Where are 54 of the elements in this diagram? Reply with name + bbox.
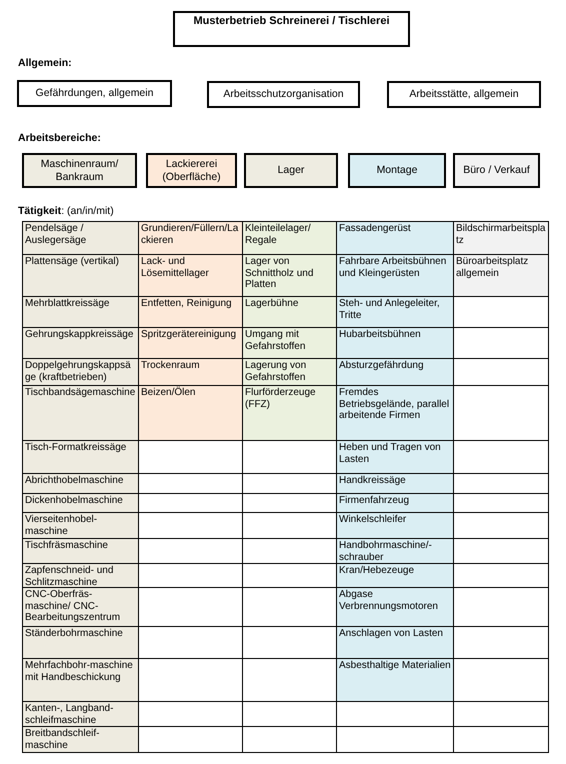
activity-entry: Lagerbühne <box>242 296 337 328</box>
activity-entry: Vierseitenhobel-maschine <box>22 512 139 539</box>
activity-entry: Fassadengerüst <box>336 221 454 255</box>
activity-entry: Büroarbeitsplatz allgemein <box>453 254 549 297</box>
activity-entry: Tischbandsägemaschine <box>22 385 139 441</box>
activity-entry: Plattensäge (vertikal) <box>22 254 139 297</box>
activity-entry: Kanten-, Langband-schleifmaschine <box>22 701 139 727</box>
activity-entry: Pendelsäge / Auslegersäge <box>22 221 139 255</box>
activity-entry: Ständerbohrmaschine <box>22 626 139 659</box>
activity-entry: Heben und Tragen von Lasten <box>336 440 454 474</box>
activity-entry: Spritzgerätereinigung <box>138 327 243 359</box>
activity-entry: Asbesthaltige Materialien <box>336 658 454 702</box>
title-box: Musterbetrieb Schreinerei / Tischlerei <box>173 11 410 47</box>
activity-entry: Breitbandschleif-maschine <box>22 726 139 753</box>
activity-entry: Lack- und Lösemittellager <box>138 254 243 297</box>
activity-entry: Grundieren/Füllern/Lackieren <box>138 221 243 255</box>
activity-entry: Winkelschleifer <box>336 512 454 539</box>
activity-entry: Absturzgefährdung <box>336 358 454 386</box>
activity-entry: Gehrungskappkreissäge <box>22 327 139 359</box>
activity-entry: Kleinteilelager/ Regale <box>242 221 337 255</box>
activity-entry: Flurförderzeuge (FFZ) <box>242 385 337 441</box>
category-box: Arbeitsschutzorganisation <box>207 81 360 108</box>
activity-entry: Abgase Verbrennungsmotoren <box>336 587 454 627</box>
activity-entry: Hubarbeitsbühnen <box>336 327 454 359</box>
activity-entry: Fahrbare Arbeitsbühnen und Kleingerüsten <box>336 254 454 297</box>
activity-entry: Tischfräsmaschine <box>22 538 139 564</box>
activity-entry: Mehrfachbohr-maschine mit Handbeschickung <box>22 658 139 702</box>
activity-entry: Steh- und Anlegeleiter, Tritte <box>336 296 454 328</box>
activity-entry: Handbohrmaschine/-schrauber <box>336 538 454 564</box>
work-area-box: Büro / Verkauf <box>453 153 540 188</box>
activity-entry: Kran/Hebezeuge <box>336 563 454 588</box>
activity-entry: Lager von Schnittholz und Platten <box>242 254 337 297</box>
work-area-box: Lager <box>244 153 338 188</box>
activity-entry: Bildschirmarbeitsplatz <box>453 221 549 255</box>
activity-entry: CNC-Oberfräs-maschine/ CNC-Bearbeitungszentrum <box>22 587 139 627</box>
activity-entry: Zapfenschneid- und Schlitzmaschine <box>22 563 139 588</box>
category-box: Gefährdungen, allgemein <box>17 80 172 107</box>
category-box: Arbeitsstätte, allgemein <box>387 81 541 108</box>
work-area-box: Maschinenraum/ Bankraum <box>22 153 137 188</box>
activity-entry: Trockenraum <box>138 358 243 386</box>
section-heading: Allgemein: <box>18 57 72 69</box>
section-heading: Tätigkeit: (an/in/mit) <box>18 205 114 217</box>
work-area-box: Montage <box>348 153 446 188</box>
activity-entry: Umgang mit Gefahrstoffen <box>242 327 337 359</box>
activity-entry: Doppelgehrungskappsäge (kraftbetrieben) <box>22 358 139 386</box>
activity-entry: Anschlagen von Lasten <box>336 626 454 659</box>
work-area-box: Lackiererei (Oberfläche) <box>146 153 237 188</box>
activity-entry: Fremdes Betriebsgelände, parallel arbeitende Firmen <box>336 385 454 441</box>
activity-entry: Beizen/Ölen <box>138 385 243 441</box>
activity-entry: Mehrblattkreissäge <box>22 296 139 328</box>
section-heading: Arbeitsbereiche: <box>18 132 101 144</box>
activity-entry: Lagerung von Gefahrstoffen <box>242 358 337 386</box>
activity-entry: Entfetten, Reinigung <box>138 296 243 328</box>
activity-entry: Tisch-Formatkreissäge <box>22 440 139 474</box>
